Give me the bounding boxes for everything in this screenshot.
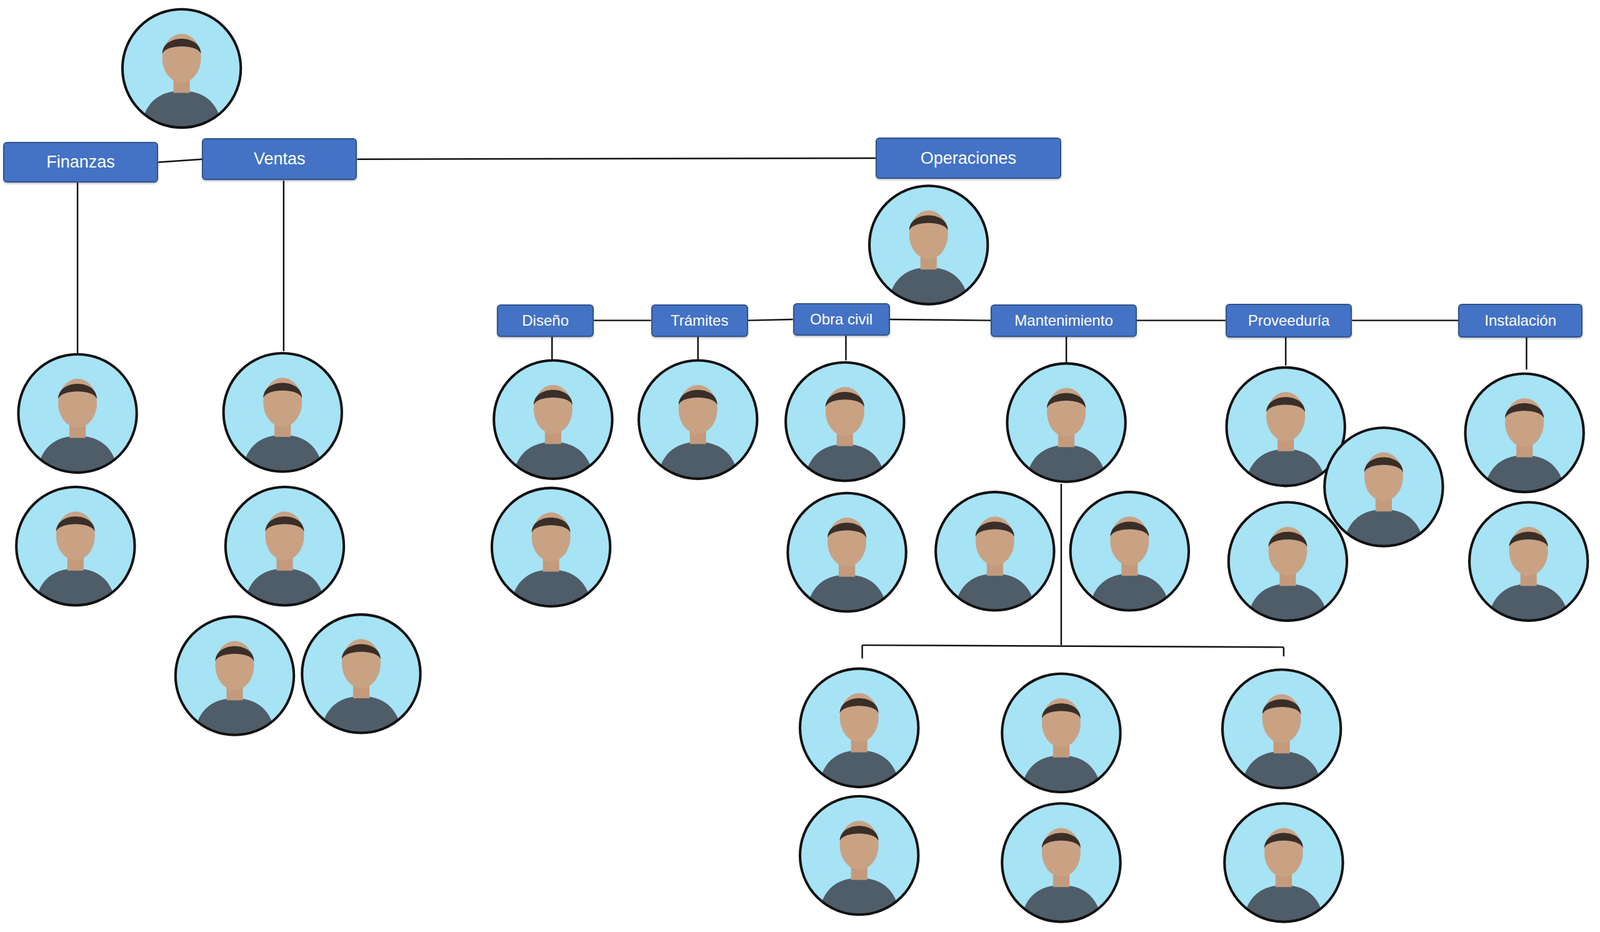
photo-circle (1212, 803, 1356, 932)
leader-line (551, 336, 553, 360)
leader-line (76, 182, 79, 354)
bracket-line (862, 645, 1284, 647)
photo-circle (775, 493, 919, 665)
photo-circle (787, 796, 931, 932)
photo-circle (4, 486, 148, 659)
connector-line (158, 159, 202, 163)
leader-line (845, 335, 847, 360)
department-box: Finanzas (3, 141, 159, 183)
department-label: Obra civil (810, 310, 873, 329)
connector-line (1351, 319, 1459, 321)
department-label: Trámites (670, 311, 729, 330)
photo-circle (1312, 427, 1456, 599)
department-label: Ventas (253, 149, 306, 169)
department-label: Mantenimiento (1014, 311, 1113, 330)
department-label: Proveeduría (1248, 311, 1330, 330)
department-box: Instalación (1458, 303, 1583, 338)
photo-circle (290, 614, 434, 786)
leader-line (1060, 483, 1062, 645)
bracket-line (1283, 646, 1285, 657)
department-box: Obra civil (793, 303, 890, 336)
photo-circle (1058, 491, 1202, 664)
connector-line (890, 319, 992, 321)
photo-circle (163, 616, 307, 788)
connector-line (1136, 319, 1226, 321)
connector-line (748, 319, 794, 321)
department-label: Instalación (1484, 311, 1557, 330)
photo-circle (990, 803, 1134, 932)
department-box: Ventas (201, 138, 357, 180)
department-label: Diseño (521, 311, 569, 330)
department-label: Finanzas (46, 152, 115, 172)
photo-circle (626, 360, 770, 532)
department-label: Operaciones (920, 148, 1017, 169)
leader-line (283, 180, 285, 352)
photo-circle (1216, 501, 1360, 674)
connector-line (356, 158, 875, 160)
department-box: Proveeduría (1225, 303, 1352, 338)
leader-line (1525, 336, 1527, 370)
department-box: Mantenimiento (990, 304, 1137, 337)
photo-circle (1456, 501, 1600, 674)
connector-line (593, 319, 651, 321)
photo-circles (4, 9, 1600, 932)
department-box: Operaciones (875, 137, 1062, 179)
leader-line (697, 336, 699, 360)
bracket-line (861, 645, 863, 659)
leader-line (1285, 336, 1287, 366)
department-box: Diseño (496, 304, 594, 337)
photo-circle (923, 491, 1067, 664)
photo-circle (479, 488, 623, 660)
leader-line (1065, 336, 1067, 363)
department-box: Trámites (651, 304, 749, 337)
